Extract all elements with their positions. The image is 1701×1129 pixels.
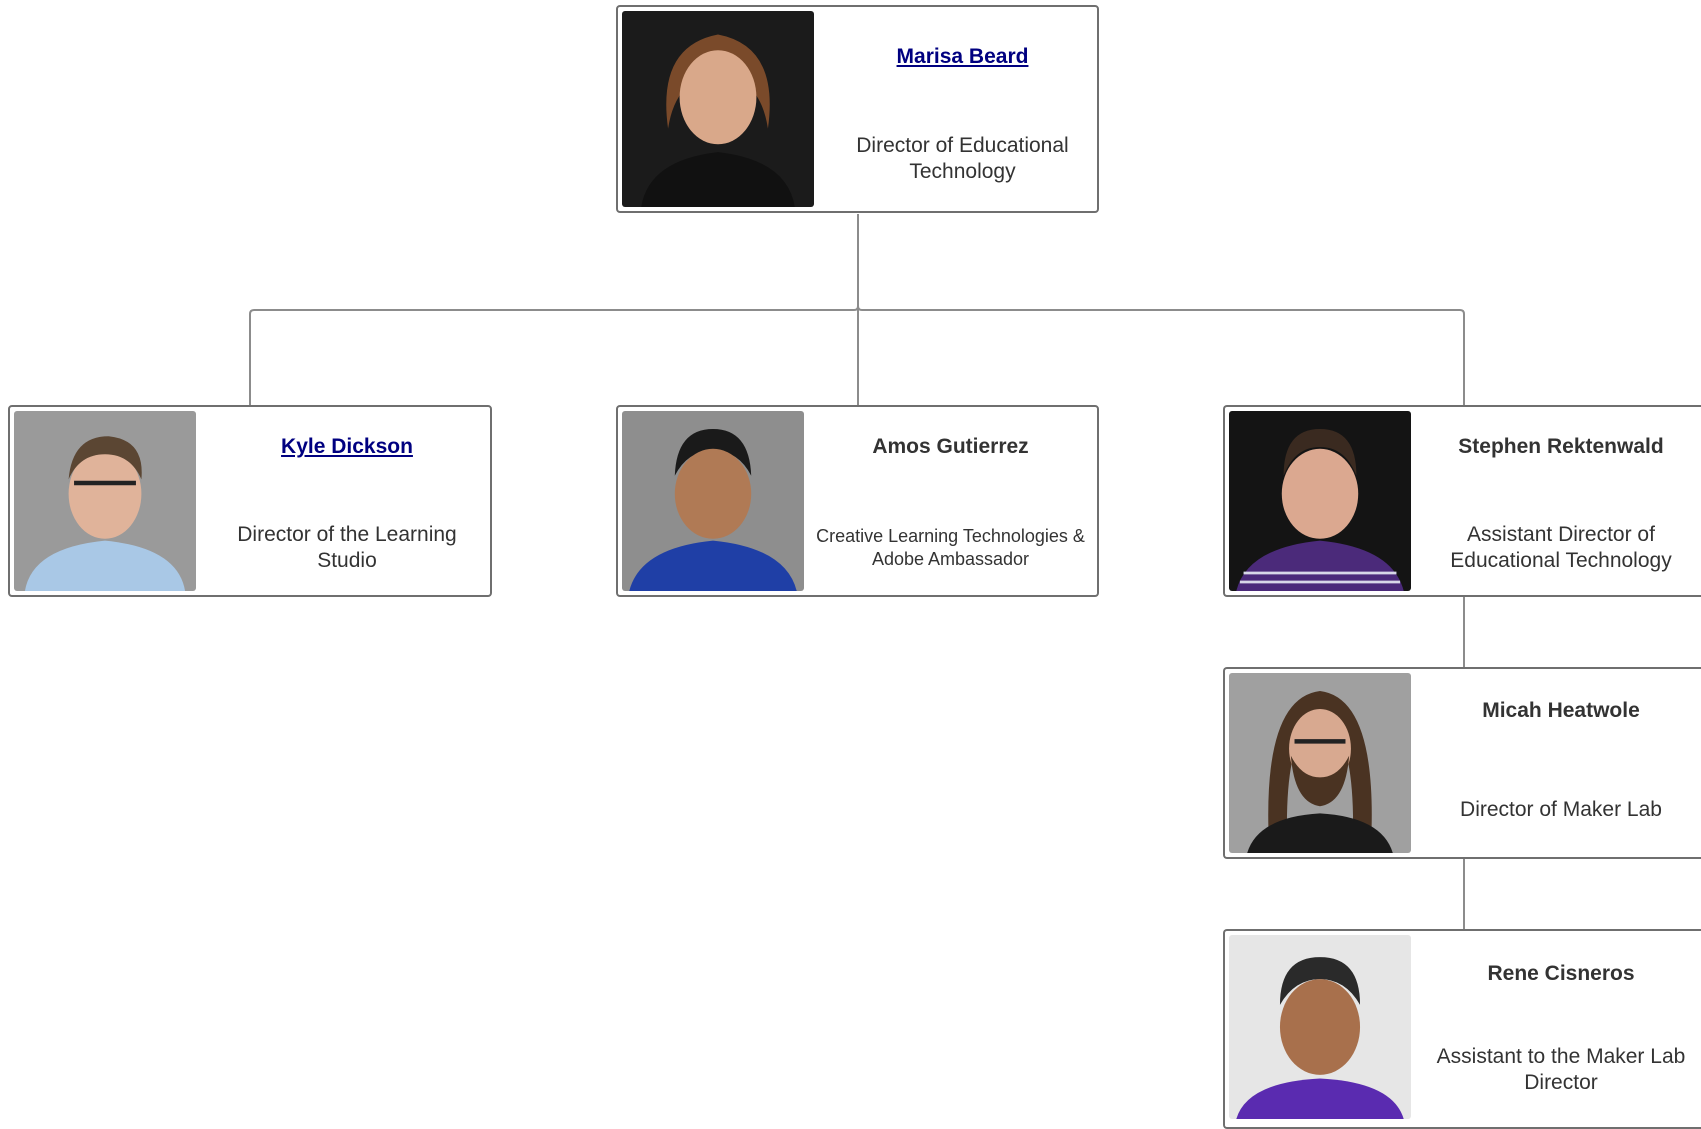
name-stephen-rektenwald: Stephen Rektenwald [1458,435,1664,458]
photo-shirt-stripes [1239,571,1401,584]
org-card-rene-cisneros[interactable]: Rene Cisneros Assistant to the Maker Lab… [1223,929,1701,1129]
org-card-amos-gutierrez[interactable]: Amos Gutierrez Creative Learning Technol… [616,405,1099,597]
org-card-micah-heatwole[interactable]: Micah Heatwole Director of Maker Lab [1223,667,1701,859]
info-micah-heatwole: Micah Heatwole Director of Maker Lab [1421,669,1701,857]
photo-hair [674,429,752,476]
photo-face [1289,709,1351,789]
photo-shirt [1247,813,1393,853]
name-rene-cisneros: Rene Cisneros [1487,962,1635,985]
name-amos-gutierrez: Amos Gutierrez [872,435,1029,458]
title-marisa-beard: Director of Educational Technology [856,134,1069,183]
photo-face [674,448,752,539]
photo-hair [1279,957,1361,1005]
photo-shirt [641,152,795,207]
name-link-marisa-beard[interactable]: Marisa Beard [896,45,1029,68]
photo-hair [68,436,142,480]
photo-stephen-rektenwald [1229,411,1411,591]
photo-marisa-beard [622,11,814,207]
photo-shirt [629,540,797,591]
org-card-kyle-dickson[interactable]: Kyle Dickson Director of the Learning St… [8,405,492,597]
photo-shirt [1236,540,1404,591]
name-micah-heatwole: Micah Heatwole [1482,699,1640,722]
info-kyle-dickson: Kyle Dickson Director of the Learning St… [210,407,484,595]
info-marisa-beard: Marisa Beard Director of Educational Tec… [834,7,1091,211]
title-rene-cisneros: Assistant to the Maker Lab Director [1436,1045,1686,1094]
photo-micah-heatwole [1229,673,1411,853]
photo-shirt [24,540,186,591]
info-amos-gutierrez: Amos Gutierrez Creative Learning Technol… [810,407,1091,595]
photo-shirt [1236,1078,1404,1119]
photo-rene-cisneros [1229,935,1411,1119]
org-card-marisa-beard[interactable]: Marisa Beard Director of Educational Tec… [616,5,1099,213]
connector-branch-right [857,305,1465,405]
photo-amos-gutierrez [622,411,804,591]
org-card-stephen-rektenwald[interactable]: Stephen Rektenwald Assistant Director of… [1223,405,1701,597]
photo-kyle-dickson [14,411,196,591]
photo-face [1279,979,1361,1075]
info-rene-cisneros: Rene Cisneros Assistant to the Maker Lab… [1421,931,1701,1127]
photo-face [679,50,757,145]
connector-branch-left [249,305,859,405]
title-stephen-rektenwald: Assistant Director of Educational Techno… [1450,523,1672,572]
title-amos-gutierrez: Creative Learning Technologies & Adobe A… [816,526,1085,569]
photo-beard [1290,755,1350,807]
name-link-kyle-dickson[interactable]: Kyle Dickson [281,435,413,458]
photo-face [68,448,142,539]
photo-hair [1283,429,1357,476]
info-stephen-rektenwald: Stephen Rektenwald Assistant Director of… [1421,407,1701,595]
photo-face [1281,448,1359,539]
title-micah-heatwole: Director of Maker Lab [1460,798,1662,821]
photo-hair [666,34,770,129]
title-kyle-dickson: Director of the Learning Studio [237,523,457,572]
